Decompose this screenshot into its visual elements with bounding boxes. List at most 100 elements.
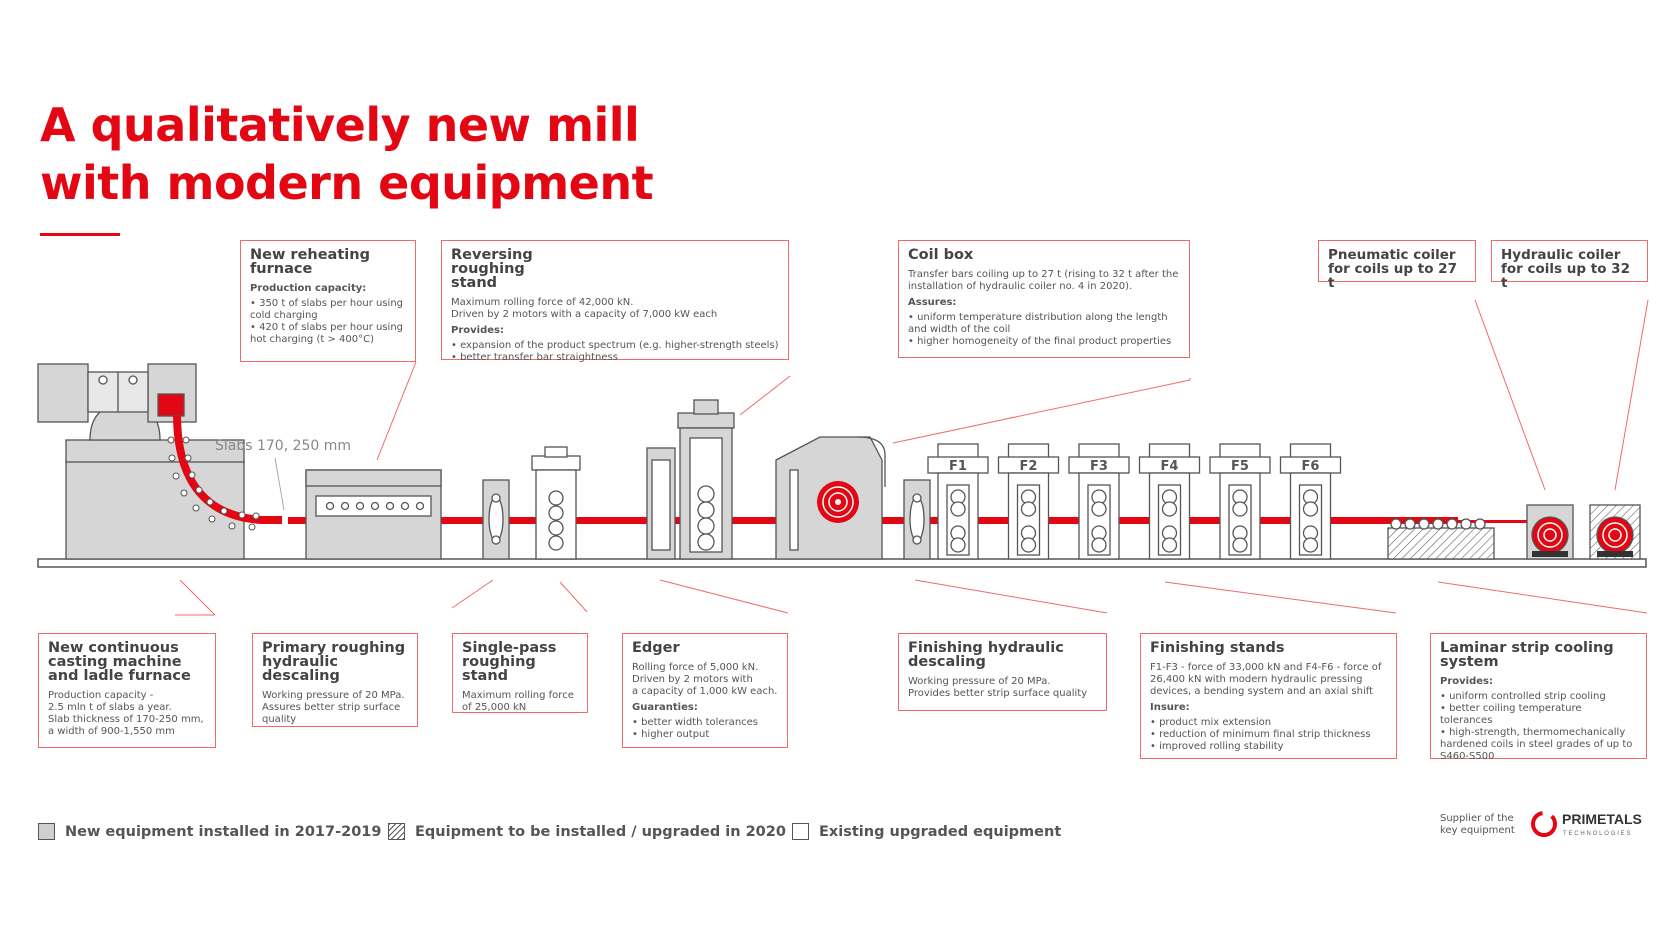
box-item: product mix extension: [1150, 717, 1387, 729]
stand-label-f3: F3: [1090, 459, 1108, 474]
box-text: Maximum rolling force of 25,000 kN: [462, 690, 574, 713]
legend-swatch-gray: [38, 823, 55, 840]
logo-ring-icon: [1531, 811, 1557, 837]
page-title: A qualitatively new mill with modern equ…: [40, 96, 654, 212]
mill-floor: [37, 558, 1647, 568]
box-item: better coiling temperature tolerances: [1440, 703, 1637, 727]
info-box-laminar-cooling: Laminar strip cooling system Provides: u…: [1430, 633, 1647, 762]
box-title: Coil box: [908, 247, 974, 263]
info-box-hydraulic-coiler: Hydraulic coiler for coils up to 32 t: [1491, 240, 1648, 290]
stand-label-f6: F6: [1302, 459, 1320, 474]
box-item: 420 t of slabs per hour using hot chargi…: [250, 322, 406, 346]
box-item: improved rolling stability: [1150, 741, 1387, 753]
stand-label-f2: F2: [1020, 459, 1038, 474]
box-title: Laminar strip cooling system: [1440, 640, 1614, 670]
box-title: Pneumatic coiler for coils up to 27 t: [1328, 247, 1457, 291]
legend-swatch-hatched: [388, 823, 405, 840]
box-item: higher homogeneity of the final product …: [908, 336, 1180, 348]
box-text: Rolling force of 5,000 kN. Driven by 2 m…: [632, 662, 778, 697]
box-item: reduction of minimum final strip thickne…: [1150, 729, 1387, 741]
box-text: Transfer bars coiling up to 27 t (rising…: [908, 269, 1179, 292]
leader-lines: [175, 299, 1649, 616]
box-title: Hydraulic coiler for coils up to 32 t: [1501, 247, 1630, 291]
legend-new-equipment: New equipment installed in 2017-2019: [38, 823, 381, 840]
logo-brand: PRIMETALS: [1562, 811, 1642, 827]
finishing-stand-f4: F4: [1138, 443, 1201, 560]
box-subheading: Provides:: [1440, 676, 1493, 687]
info-box-single-pass-stand: Single-pass roughing stand Maximum rolli…: [452, 633, 588, 713]
logo-brand-sub: TECHNOLOGIES: [1563, 831, 1632, 837]
box-title: Reversing roughing stand: [451, 247, 533, 291]
title-underline: [40, 233, 120, 236]
box-subheading: Guaranties:: [632, 702, 698, 713]
reversing-stand: [677, 399, 735, 560]
coil-box-coil: [817, 481, 859, 523]
pneumatic-coiler: [1526, 504, 1574, 560]
info-box-reheating-furnace: New reheating furnace Production capacit…: [240, 240, 416, 362]
legend-label: Equipment to be installed / upgraded in …: [415, 823, 786, 840]
info-box-primary-descaling: Primary roughing hydraulic descaling Wor…: [252, 633, 418, 727]
finishing-stand-f3: F3: [1068, 443, 1130, 560]
box-title: New continuous casting machine and ladle…: [48, 640, 191, 684]
box-subheading: Assures:: [908, 297, 957, 308]
info-box-edger: Edger Rolling force of 5,000 kN. Driven …: [622, 633, 788, 748]
box-item: high-strength, thermomechanically harden…: [1440, 727, 1637, 763]
box-item: better transfer bar straightness: [451, 352, 779, 364]
info-box-coil-box: Coil box Transfer bars coiling up to 27 …: [898, 240, 1190, 358]
laminar-cooling: [1387, 518, 1495, 560]
slabs-label: Slabs 170, 250 mm: [215, 438, 351, 454]
box-text: F1-F3 - force of 33,000 kN and F4-F6 - f…: [1150, 662, 1382, 697]
box-subheading: Insure:: [1150, 702, 1190, 713]
stand-label-f4: F4: [1161, 459, 1179, 474]
legend-existing-equipment: Existing upgraded equipment: [792, 823, 1061, 840]
box-text: Working pressure of 20 MPa. Provides bet…: [908, 676, 1088, 699]
primetals-logo: PRIMETALS TECHNOLOGIES: [1530, 808, 1650, 846]
box-text: Production capacity - 2.5 mln t of slabs…: [48, 690, 204, 737]
edger: [646, 447, 676, 560]
legend-label: Existing upgraded equipment: [819, 823, 1062, 840]
info-box-finishing-stands: Finishing stands F1-F3 - force of 33,000…: [1140, 633, 1397, 759]
box-item: expansion of the product spectrum (e.g. …: [451, 340, 779, 352]
box-text: Maximum rolling force of 42,000 kN. Driv…: [451, 297, 718, 320]
box-title: Primary roughing hydraulic descaling: [262, 640, 406, 684]
box-subheading: Provides:: [451, 325, 504, 336]
box-title: Finishing hydraulic descaling: [908, 640, 1064, 670]
finishing-stand-f6: F6: [1279, 443, 1342, 560]
title-line-2: with modern equipment: [40, 156, 654, 210]
casting-machine: [37, 363, 245, 560]
box-title: Finishing stands: [1150, 640, 1285, 656]
hydraulic-coiler: [1589, 504, 1641, 560]
supplier-note: Supplier of the key equipment: [1440, 813, 1515, 836]
info-box-reversing-stand: Reversing roughing stand Maximum rolling…: [441, 240, 789, 363]
box-title: Edger: [632, 640, 680, 656]
info-box-pneumatic-coiler: Pneumatic coiler for coils up to 27 t: [1318, 240, 1476, 290]
box-title: Single-pass roughing stand: [462, 640, 557, 684]
finishing-stands: F1 F2 F3 F4 F5 F6: [927, 443, 1342, 560]
box-subheading: Production capacity:: [250, 283, 367, 294]
stand-label-f1: F1: [949, 459, 967, 474]
box-item: better width tolerances: [632, 717, 778, 729]
reheating-furnace: [305, 469, 442, 560]
strand-rolls: [167, 436, 260, 531]
stand-label-f5: F5: [1231, 459, 1249, 474]
title-line-1: A qualitatively new mill: [40, 98, 640, 152]
cast-strand: [173, 415, 282, 524]
box-item: uniform controlled strip cooling: [1440, 691, 1637, 703]
box-item: uniform temperature distribution along t…: [908, 312, 1180, 336]
box-title: New reheating furnace: [250, 247, 370, 277]
primary-descaling: [482, 479, 510, 560]
legend-label: New equipment installed in 2017-2019: [65, 823, 382, 840]
finishing-stand-f1: F1: [927, 443, 989, 560]
legend-swatch-white: [792, 823, 809, 840]
single-pass-stand: [531, 446, 581, 560]
info-box-casting-machine: New continuous casting machine and ladle…: [38, 633, 216, 748]
finishing-descaling: [903, 479, 931, 560]
finishing-stand-f2: F2: [997, 443, 1060, 560]
legend-upgraded-equipment: Equipment to be installed / upgraded in …: [388, 823, 786, 840]
finishing-stand-f5: F5: [1209, 443, 1271, 560]
box-text: Working pressure of 20 MPa. Assures bett…: [262, 690, 405, 725]
box-item: 350 t of slabs per hour using cold charg…: [250, 298, 406, 322]
info-box-finishing-descaling: Finishing hydraulic descaling Working pr…: [898, 633, 1107, 711]
box-item: higher output: [632, 729, 778, 741]
